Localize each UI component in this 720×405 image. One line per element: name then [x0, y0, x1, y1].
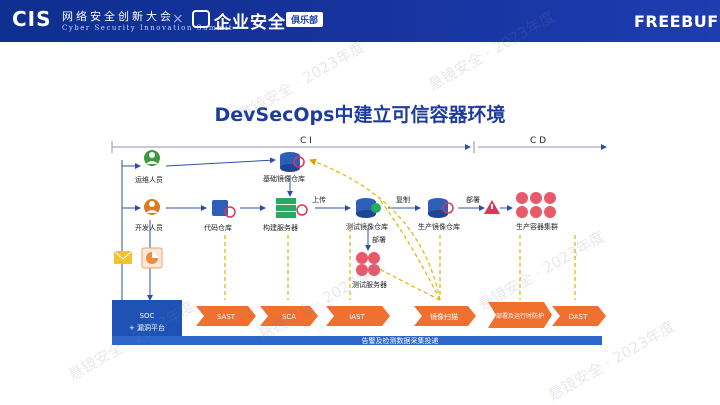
base-repo-icon: [280, 152, 305, 172]
partner-name: 企业安全: [214, 13, 286, 33]
tool-image-scan-label: 镜像扫描: [430, 312, 458, 321]
code-repo-icon: [212, 200, 236, 218]
test-server-icon: [356, 252, 380, 276]
tool-runtime-protection-label: 部署及运行时防护: [496, 312, 544, 320]
test-server-label: 测试服务器: [352, 280, 387, 289]
soc-sublabel: + 漏洞平台: [129, 323, 165, 332]
cis-title: 网络安全创新大会: [62, 10, 174, 23]
tool-sast: [196, 306, 256, 326]
build-server-label: 构建服务器: [263, 223, 298, 232]
header-banner: CIS 网络安全创新大会 Cyber Security Innovation S…: [0, 0, 720, 42]
phase-cd-label: C D: [530, 136, 546, 146]
tool-sca-label: SCA: [282, 313, 296, 321]
tool-sca: [260, 306, 318, 326]
prod-cluster-label: 生产容器集群: [516, 222, 558, 231]
deploy-label-test: 部署: [372, 235, 386, 244]
tool-sast-label: SAST: [217, 313, 236, 321]
mail-icon: [113, 250, 133, 264]
test-image-repo-label: 测试镜像仓库: [346, 222, 388, 231]
separator: ×: [172, 11, 184, 27]
dev-actor-icon: [144, 199, 160, 215]
tool-dast-label: DAST: [569, 313, 588, 321]
upload-label: 上传: [312, 195, 326, 204]
report-icon: [141, 247, 163, 269]
test-image-repo-icon: [356, 198, 381, 218]
build-server-icon: [276, 198, 308, 218]
base-repo-label: 基础镜像仓库: [263, 174, 305, 183]
ops-actor-label: 运维人员: [135, 175, 163, 184]
partner-badge: 俱乐部: [286, 12, 324, 27]
cis-logo: CIS: [12, 7, 52, 31]
tool-iast: [326, 306, 390, 326]
prod-image-repo-label: 生产镜像仓库: [418, 222, 460, 231]
slide-title: DevSecOps中建立可信容器环境: [214, 104, 506, 126]
copy-label: 复制: [396, 195, 410, 204]
deploy-label-prod: 部署: [466, 195, 480, 204]
tool-iast-label: IAST: [349, 313, 365, 321]
soc-panel: [112, 300, 602, 345]
phase-ci-label: C I: [300, 136, 312, 146]
code-repo-label: 代码仓库: [204, 223, 232, 232]
partner-logo-icon: [192, 10, 210, 28]
cis-subtitle: Cyber Security Innovation Summit: [62, 24, 234, 32]
tool-image-scan: [414, 306, 476, 326]
soc-label: SOC: [140, 312, 155, 320]
phase-bar-ci: [111, 141, 471, 153]
phase-bar-cd: [473, 141, 607, 153]
bus-label: 告警及检测数据采集投递: [362, 336, 439, 345]
tool-runtime-protection: [488, 302, 552, 328]
dev-actor-label: 开发人员: [135, 223, 163, 232]
prod-image-repo-icon: [428, 198, 454, 218]
tool-dast: [552, 306, 606, 326]
warning-icon: [484, 200, 500, 214]
freebuf-logo: FREEBUF: [634, 12, 719, 31]
ops-actor-icon: [144, 150, 160, 166]
prod-cluster-icon: [516, 192, 556, 218]
